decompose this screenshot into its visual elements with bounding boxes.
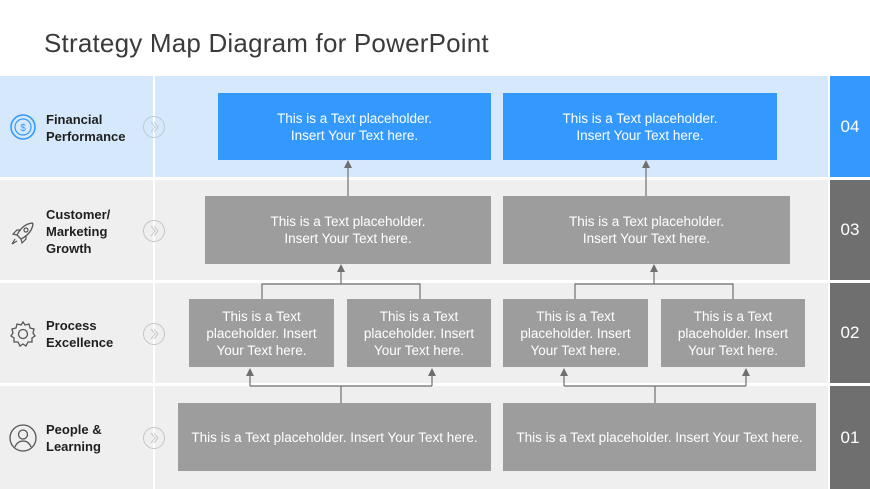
dollar-coin-icon: $ (10, 114, 36, 140)
chevron-right-icon (143, 220, 165, 242)
customer-box-left: This is a Text placeholder. Insert Your … (205, 196, 491, 264)
customer-box-right: This is a Text placeholder. Insert Your … (503, 196, 790, 264)
process-box-4: This is a Text placeholder. Insert Your … (661, 299, 805, 367)
label-column-divider (153, 76, 155, 489)
row-number-03: 03 (830, 180, 870, 280)
chevron-right-icon (143, 116, 165, 138)
financial-box-right: This is a Text placeholder. Insert Your … (503, 93, 777, 160)
person-icon (9, 424, 37, 452)
chevron-right-icon (143, 323, 165, 345)
svg-text:$: $ (20, 123, 26, 134)
row-label-people: People & Learning (46, 422, 102, 454)
row-label-process: Process Excellence (46, 318, 114, 350)
page-title: Strategy Map Diagram for PowerPoint (44, 28, 489, 58)
process-box-2: This is a Text placeholder. Insert Your … (347, 299, 491, 367)
row-label-financial: Financial Performance (46, 112, 126, 144)
row-label-customer: Customer/ Marketing Growth (46, 207, 111, 256)
row-number-04: 04 (830, 76, 870, 177)
rocket-icon (11, 222, 34, 245)
row-number-01: 01 (830, 386, 870, 489)
process-box-1: This is a Text placeholder. Insert Your … (189, 299, 334, 367)
financial-box-left: This is a Text placeholder. Insert Your … (218, 93, 491, 160)
people-box-left: This is a Text placeholder. Insert Your … (178, 403, 491, 471)
process-box-3: This is a Text placeholder. Insert Your … (503, 299, 648, 367)
gear-icon (10, 320, 36, 347)
chevron-right-icon (143, 427, 165, 449)
people-box-right: This is a Text placeholder. Insert Your … (503, 403, 816, 471)
row-number-02: 02 (830, 283, 870, 383)
